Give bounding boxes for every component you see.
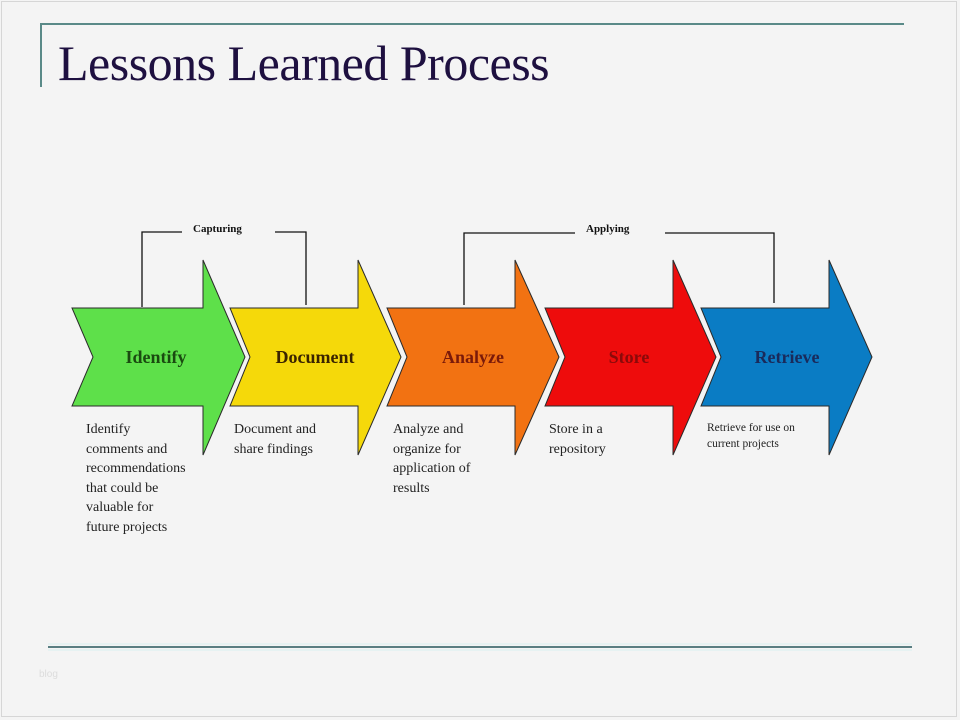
step-identify-description: Identify comments and recommendations th…: [86, 422, 186, 535]
capturing-label: Capturing: [193, 223, 242, 235]
document-arrow-shape: [229, 259, 402, 456]
step-identify-label: Identify: [125, 347, 187, 367]
step-document-label: Document: [275, 347, 355, 367]
applying-bracket: [463, 232, 775, 305]
analyze-arrow-shape: [386, 259, 560, 456]
retrieve-arrow-shape: [700, 259, 873, 456]
step-analyze-label: Analyze: [442, 347, 504, 367]
step-retrieve-label: Retrieve: [754, 347, 820, 367]
slide-title: Lessons Learned Process: [58, 35, 550, 91]
step-document-description: Document and share findings: [234, 422, 317, 457]
step-store-label: Store: [608, 347, 650, 367]
watermark: blog: [39, 669, 58, 680]
store-arrow-shape: [544, 259, 717, 456]
title-top-rule: [40, 23, 904, 25]
capturing-bracket: [141, 231, 307, 307]
applying-label: Applying: [586, 223, 630, 235]
title-left-rule: [40, 23, 42, 87]
identify-arrow-shape: [71, 259, 246, 456]
step-store-description: Store in a repository: [549, 422, 606, 457]
step-analyze-description: Analyze and organize for application of …: [393, 422, 471, 496]
step-retrieve-description: Retrieve for use on current projects: [707, 422, 795, 450]
footer-rule: [48, 646, 912, 648]
